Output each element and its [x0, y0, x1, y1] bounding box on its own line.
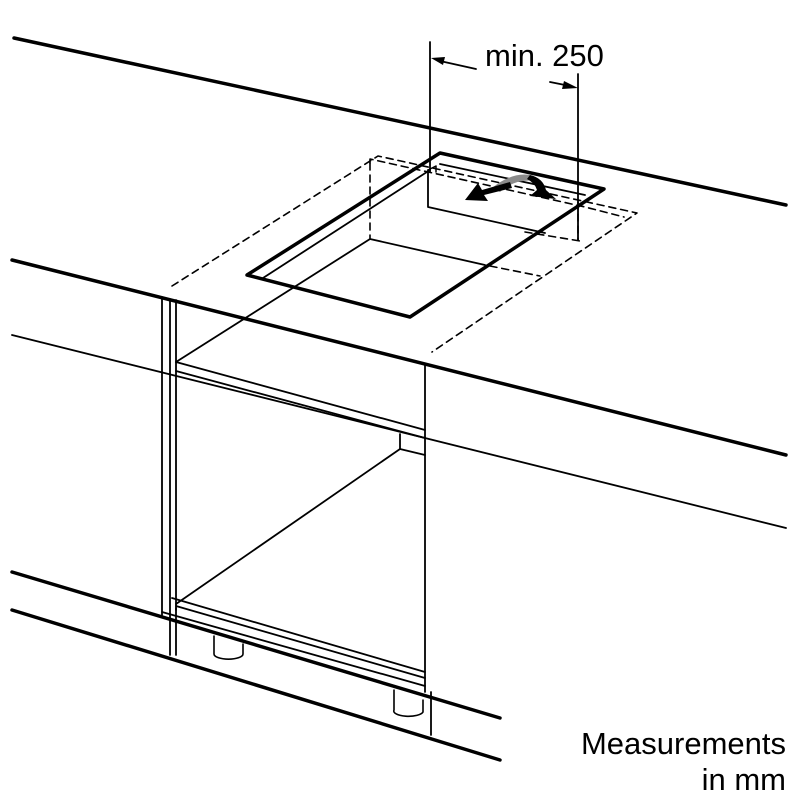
measurement-note-line2: in mm [702, 762, 786, 797]
cabinet [161, 238, 486, 736]
foot-left [213, 635, 244, 660]
hob-outline-dashed [171, 155, 638, 353]
double-arrow-icon [465, 174, 556, 201]
countertop [10, 36, 788, 529]
dimension-label: min. 250 [485, 38, 604, 73]
dimension-min-250: min. 250 [429, 38, 604, 241]
worktop-cutout [245, 151, 606, 319]
countertop-front-edge [10, 258, 788, 457]
arrowhead-right [562, 81, 578, 89]
measurement-note-line1: Measurements [581, 726, 786, 761]
countertop-back-edge [12, 36, 788, 207]
arrowhead-left [431, 57, 445, 65]
foot-right [392, 689, 424, 718]
cabinet-feet [213, 635, 424, 718]
plinth [10, 570, 502, 762]
